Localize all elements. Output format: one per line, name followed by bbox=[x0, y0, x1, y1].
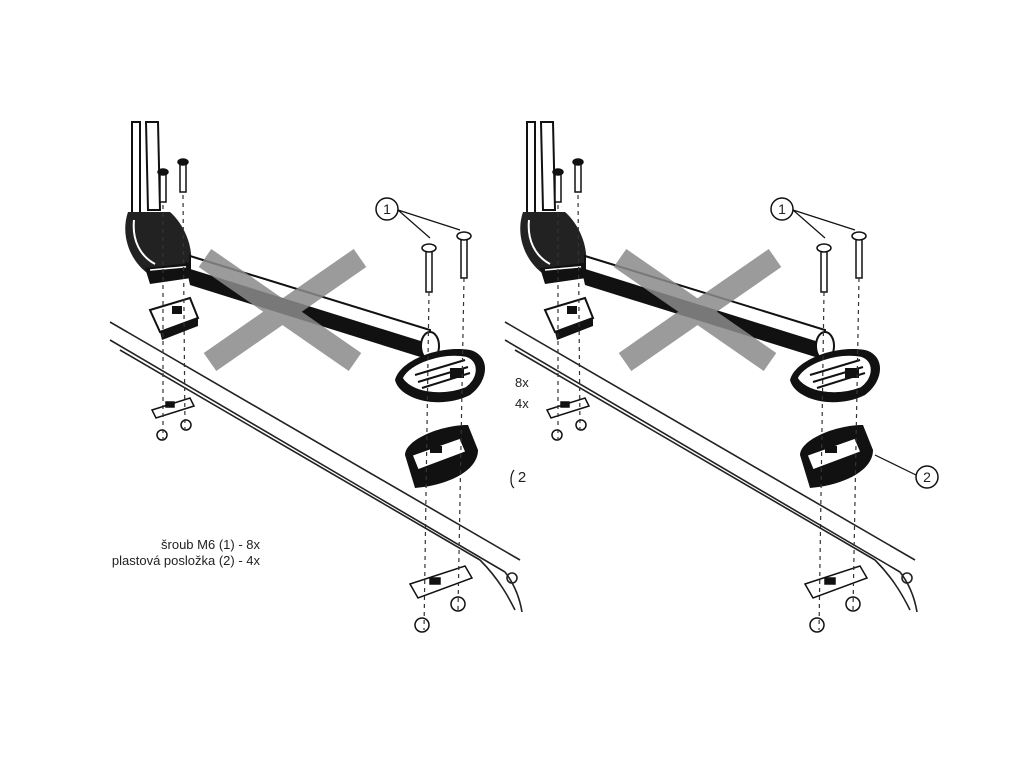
legend: šroub M6 (1) - 8x plastová posložka (2) … bbox=[70, 537, 260, 569]
cross-mark bbox=[198, 248, 367, 372]
callout-2-label: 2 bbox=[923, 469, 931, 485]
panel-right: 1 2 8x 4x bbox=[504, 121, 939, 633]
legend-line-block: plastová posložka (2) - 4x bbox=[111, 553, 260, 568]
panel-left: 1 2 bbox=[109, 121, 526, 633]
callout-2-circle bbox=[915, 465, 939, 489]
cross-mark bbox=[613, 248, 782, 372]
callout-1-label: 1 bbox=[383, 201, 391, 217]
callout-1-label: 1 bbox=[778, 201, 786, 217]
legend-line-screw: šroub M6 (1) - 8x bbox=[161, 537, 260, 552]
qty-screw-label: 8x bbox=[515, 375, 529, 390]
callout-1-circle bbox=[770, 197, 794, 221]
callout-1-circle bbox=[375, 197, 399, 221]
callout-2-label: 2 bbox=[518, 469, 526, 486]
qty-block-label: 4x bbox=[515, 396, 529, 411]
